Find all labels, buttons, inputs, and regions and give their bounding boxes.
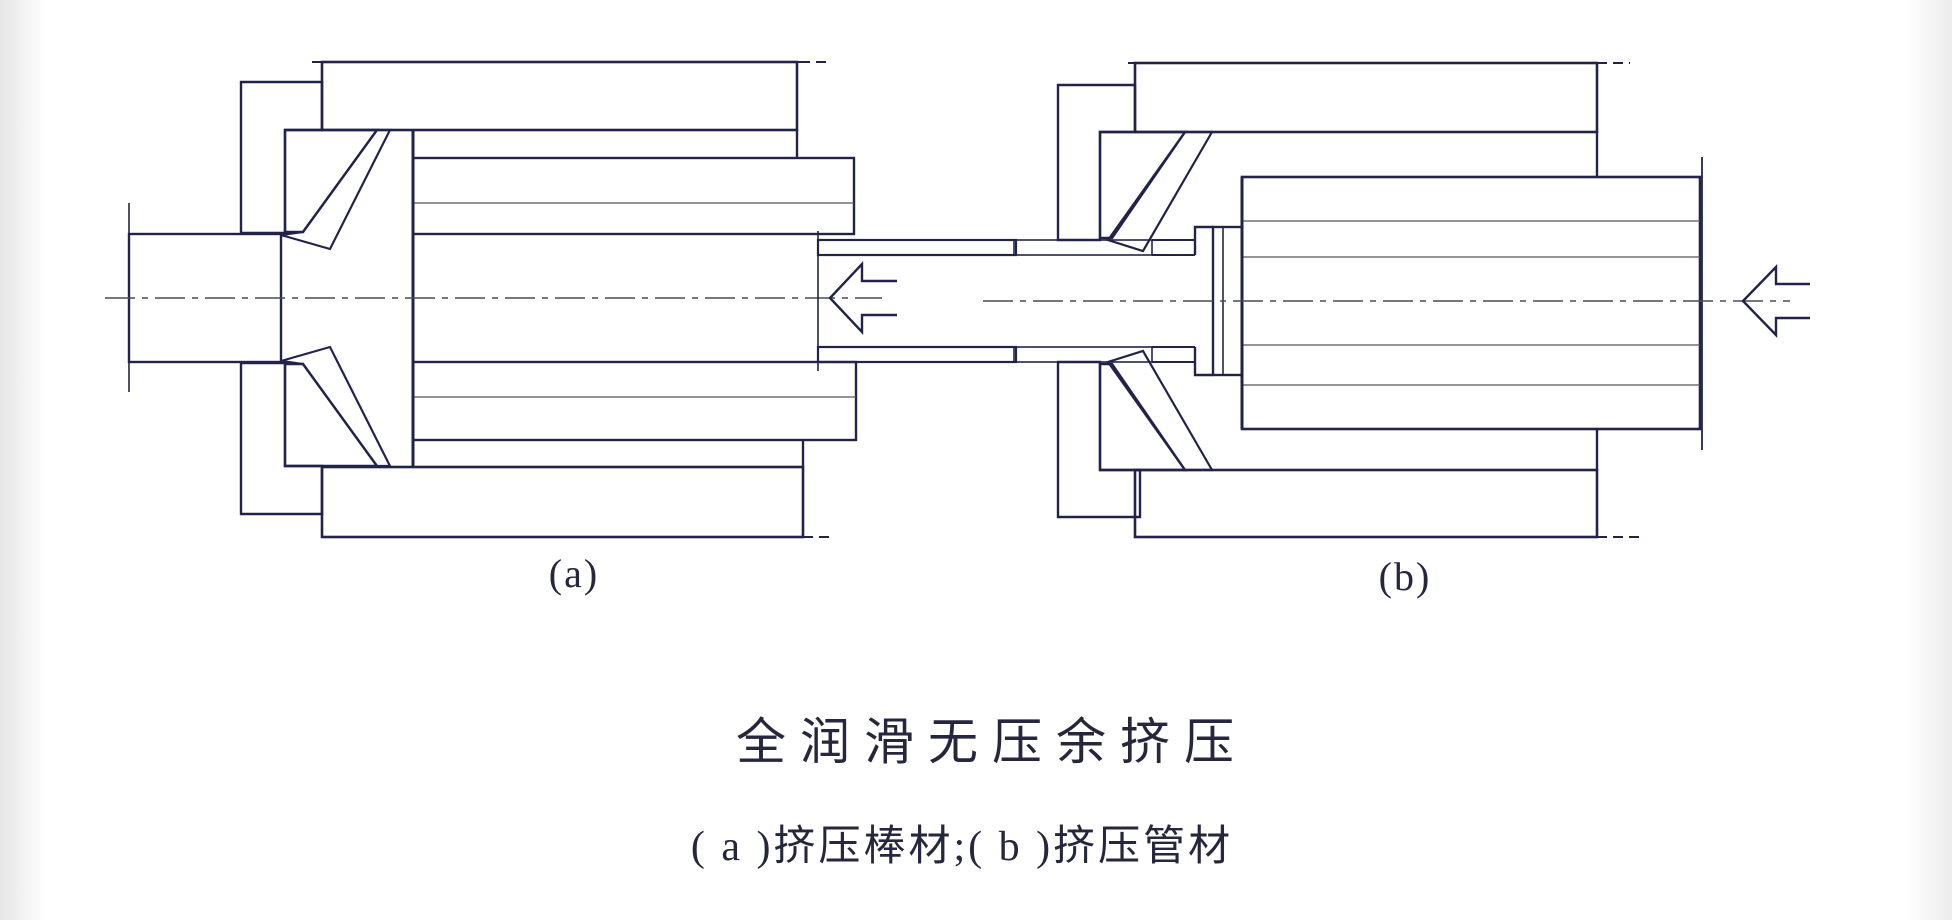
a-ram-lower-section xyxy=(411,360,858,442)
b-press-direction-arrow-icon xyxy=(1741,264,1810,338)
b-container-top-block xyxy=(1133,61,1599,134)
diagram-b-tube-extrusion xyxy=(816,61,1810,539)
a-press-direction-arrow-icon xyxy=(828,260,897,336)
b-mandrel-step-bottom xyxy=(1193,347,1213,377)
b-container-bottom-block xyxy=(1133,468,1599,539)
label-a: (a) xyxy=(548,551,600,596)
a-die-holder-bottom xyxy=(239,361,324,516)
b-lubricant-strip-top xyxy=(1013,239,1153,256)
a-metal-funnel-top xyxy=(280,128,392,251)
b-lubricant-strip-bottom xyxy=(1013,346,1153,363)
a-container-top-block xyxy=(320,60,799,132)
b-metal-funnel-top xyxy=(1106,130,1214,253)
b-die-top xyxy=(1098,130,1188,240)
label-b: (b) xyxy=(1378,554,1432,599)
b-ram-body xyxy=(1240,175,1702,431)
a-container-bottom-block xyxy=(320,465,805,539)
a-die-holder-top xyxy=(239,80,324,235)
diagram-a-bar-extrusion xyxy=(105,60,897,539)
b-tube-upper-wall xyxy=(816,238,1018,257)
a-ram-upper-section xyxy=(411,156,856,236)
a-metal-funnel-bottom xyxy=(280,345,392,468)
figure-subtitle: ( a )挤压棒材;( b )挤压管材 xyxy=(690,824,1234,870)
b-mandrel-step-top xyxy=(1193,225,1213,255)
b-die-bottom xyxy=(1098,362,1188,472)
b-tube-lower-wall xyxy=(816,345,1018,364)
figure-title: 全润滑无压余挤压 xyxy=(736,714,1248,770)
b-metal-funnel-bottom xyxy=(1106,349,1214,472)
